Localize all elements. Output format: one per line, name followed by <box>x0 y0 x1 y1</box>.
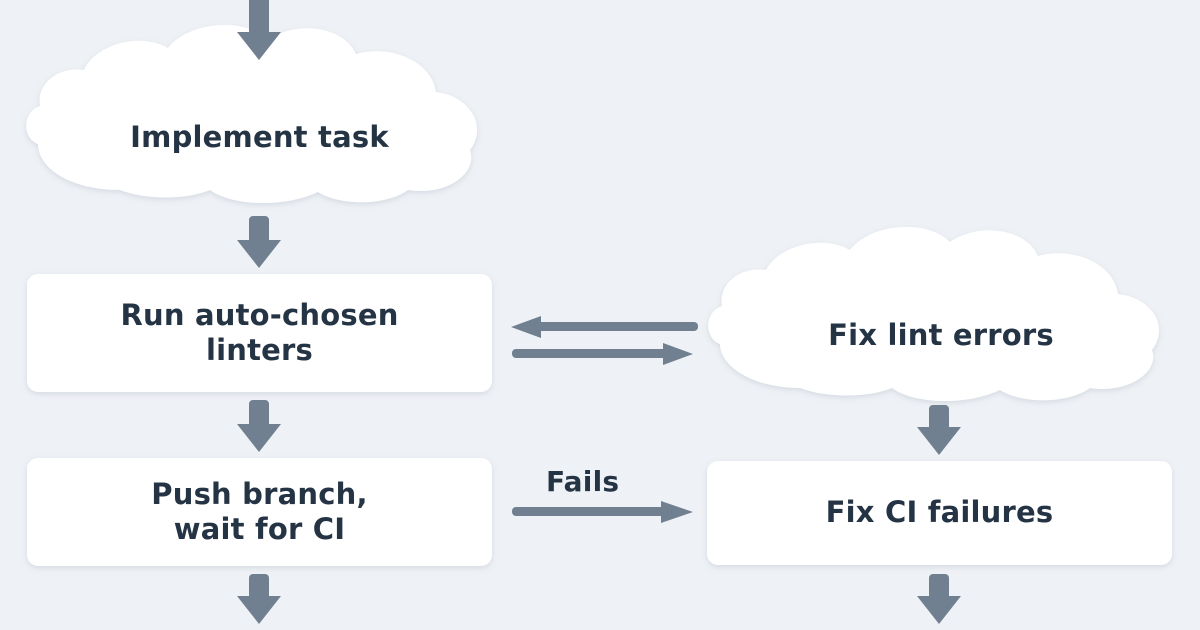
node-fix-ci-failures[interactable] <box>707 461 1172 565</box>
arrow-ci-failures-down <box>917 574 961 624</box>
arrow-linters-to-push-branch <box>237 400 281 452</box>
arrow-into-implement-task <box>237 0 281 60</box>
arrow-push-to-ci-failures <box>512 501 693 523</box>
node-implement-task[interactable] <box>26 24 478 204</box>
node-run-linters[interactable] <box>27 274 492 392</box>
edge-label-fails: Fails <box>546 465 620 498</box>
arrow-linters-to-lint-errors <box>512 343 693 365</box>
arrow-lint-errors-to-linters <box>511 316 698 338</box>
arrow-lint-errors-to-ci-failures <box>917 405 961 455</box>
arrow-implement-to-linters <box>237 216 281 268</box>
node-push-branch[interactable] <box>27 458 492 566</box>
node-fix-lint-errors[interactable] <box>708 226 1160 402</box>
arrow-push-branch-down <box>237 574 281 624</box>
